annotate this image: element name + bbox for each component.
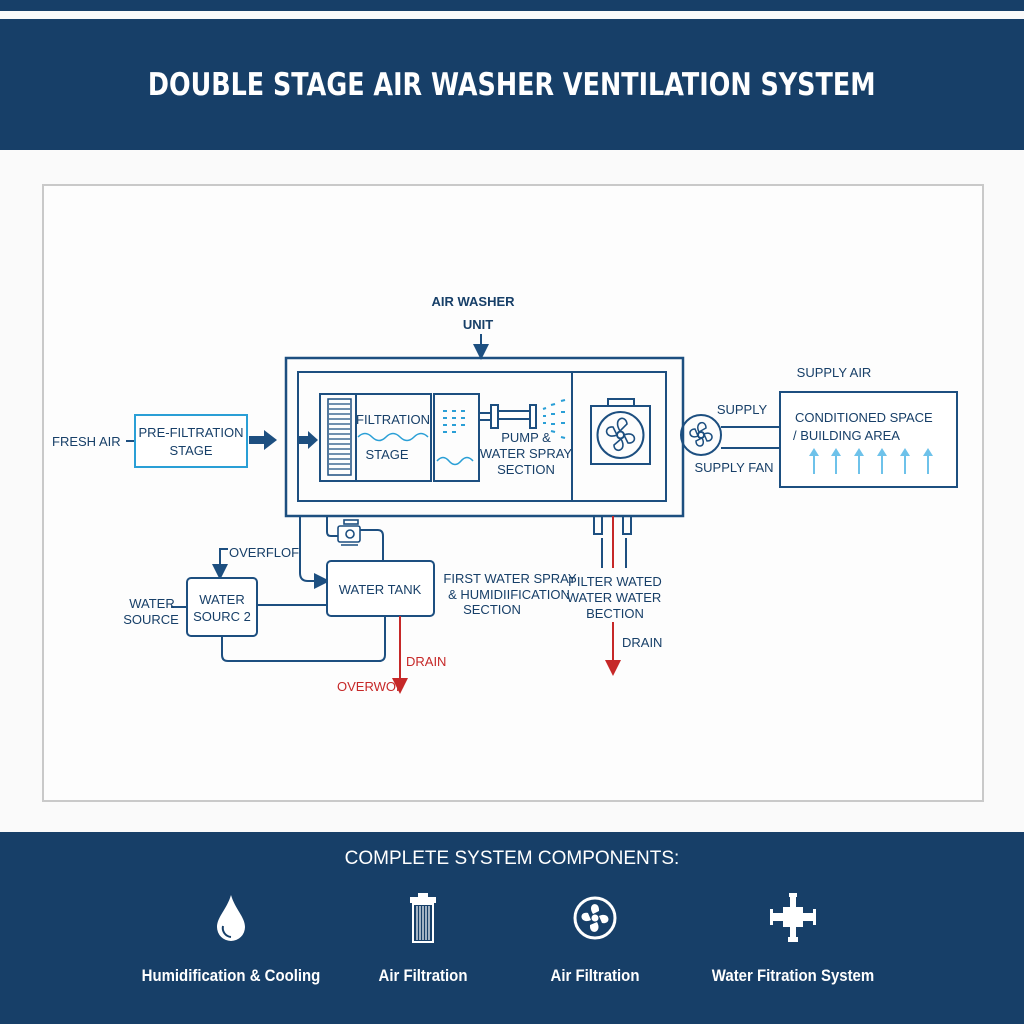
component-label: Humidification & Cooling <box>141 966 321 985</box>
spray-pipe-icon <box>479 404 537 429</box>
pre-filtration-label: PRE-FILTRATION <box>139 425 244 440</box>
air-washer-label-unit: UNIT <box>463 317 493 332</box>
filter-water-label-2: WATER WATER <box>567 590 662 605</box>
overflow-bottom-label: OVERWOF <box>337 679 404 694</box>
water-source-2-box <box>186 577 258 637</box>
supply-fan-icon <box>680 414 722 456</box>
air-distribution-arrows-icon <box>809 448 933 474</box>
supply-label: SUPPLY <box>717 402 768 417</box>
header-banner: DOUBLE STAGE AIR WASHER VENTILATION SYST… <box>0 19 1024 150</box>
components-footer: COMPLETE SYSTEM COMPONENTS: Humidificati… <box>0 832 1024 1024</box>
filter-media-icon <box>327 398 352 476</box>
component-humidification: Humidification & Cooling <box>116 890 346 986</box>
pre-filtration-label-stage: STAGE <box>169 443 212 458</box>
pump-label-section: SECTION <box>497 462 555 477</box>
fan-icon <box>480 890 710 946</box>
filtration-label: FILTRATION <box>356 412 430 427</box>
airflow-arrow-icon <box>249 430 277 450</box>
overflow-top-label: OVERFLOF <box>229 545 299 560</box>
water-source-2-label: WATER <box>199 592 245 607</box>
first-spray-label-3: SECTION <box>463 602 521 617</box>
filtration-stage-label: STAGE <box>365 447 408 462</box>
water-drop-icon <box>116 890 346 946</box>
component-label: Air Filtration <box>378 966 468 985</box>
internal-fan-icon <box>590 398 651 465</box>
component-water-filtration: Water Fitration System <box>678 890 908 986</box>
pump-label: PUMP & <box>501 430 551 445</box>
conditioned-space-label-area: / BUILDING AREA <box>793 428 900 443</box>
air-filter-icon <box>308 890 538 946</box>
component-air-filtration: Air Filtration <box>308 890 538 986</box>
water-source-label: WATER <box>129 596 175 611</box>
water-tank-label: WATER TANK <box>339 582 422 597</box>
component-label: Water Fitration System <box>711 966 875 985</box>
component-label: Air Filtration <box>550 966 640 985</box>
pipe-fitting-icon <box>678 890 908 946</box>
drain-label-left: DRAIN <box>406 654 446 669</box>
filtration-stage-box <box>319 393 432 482</box>
drain-label-right: DRAIN <box>622 635 662 650</box>
top-strip <box>0 0 1024 11</box>
spray-nozzle-droplets-icon <box>542 399 566 439</box>
pre-filtration-stage-box <box>134 414 248 468</box>
filter-water-label: PILTER WATED <box>568 574 662 589</box>
first-spray-label: FIRST WATER SPRAY <box>443 571 576 586</box>
spray-droplets-icon <box>443 410 465 433</box>
supply-fan-label: SUPPLY FAN <box>695 460 774 475</box>
water-source-2-label-b: SOURC 2 <box>193 609 251 624</box>
supply-air-label: SUPPLY AIR <box>797 365 872 380</box>
water-wave-icon <box>357 432 429 442</box>
spray-chamber-box <box>433 393 480 482</box>
diagram-panel <box>42 184 984 802</box>
fresh-air-label: FRESH AIR <box>52 434 121 449</box>
tank-water-wave-icon <box>436 456 474 466</box>
water-tank-box <box>326 560 435 617</box>
filter-water-connectors <box>593 516 632 568</box>
components-title: COMPLETE SYSTEM COMPONENTS: <box>344 848 680 869</box>
conditioned-space-label: CONDITIONED SPACE <box>795 410 933 425</box>
air-washer-label: AIR WASHER <box>431 294 515 309</box>
page-title: DOUBLE STAGE AIR WASHER VENTILATION SYST… <box>148 66 876 103</box>
component-fan: Air Filtration <box>480 890 710 986</box>
pump-label-water-spray: WATER SPRAY <box>480 446 573 461</box>
water-source-label-2: SOURCE <box>123 612 179 627</box>
water-piping <box>171 516 386 662</box>
airflow-arrow-icon-inner <box>298 431 318 449</box>
first-spray-label-2: & HUMIDIIFICATION <box>448 587 570 602</box>
pump-icon <box>337 519 361 546</box>
filter-water-label-3: BECTION <box>586 606 644 621</box>
